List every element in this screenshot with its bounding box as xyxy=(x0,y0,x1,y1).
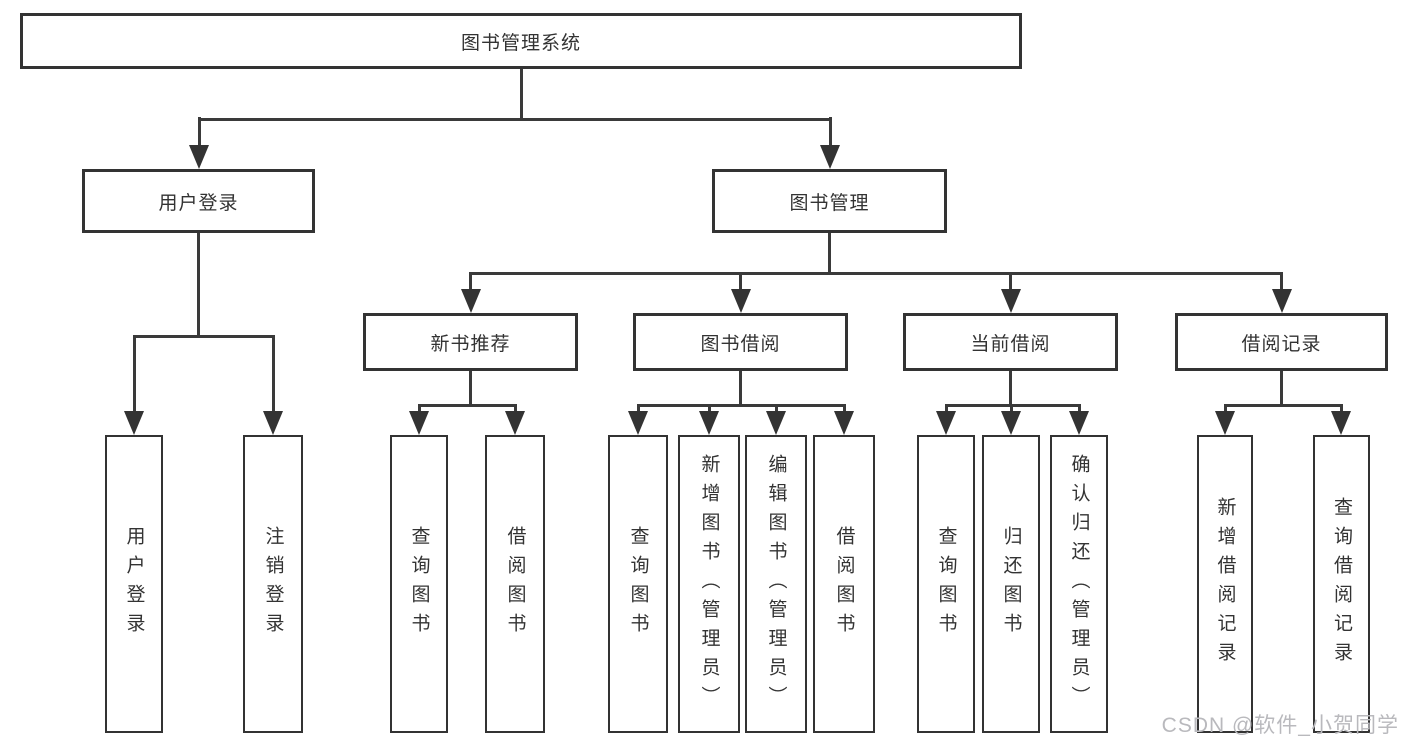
leaf-label: 注销登录 xyxy=(262,526,284,642)
connector-book-borrow-branch xyxy=(636,403,846,407)
leaf-query-borrow-record: 查询借阅记录 xyxy=(1313,435,1370,733)
node-user-login: 用户登录 xyxy=(82,169,315,233)
connector-stem xyxy=(636,405,640,413)
connector-new-book-stem xyxy=(469,371,472,406)
leaf-add-borrow-record: 新增借阅记录 xyxy=(1197,435,1253,733)
node-label: 当前借阅 xyxy=(970,333,1051,355)
leaf-label: 归还图书 xyxy=(1000,526,1022,642)
node-label: 图书借阅 xyxy=(700,333,781,355)
leaf-logout: 注销登录 xyxy=(243,435,303,733)
arrowhead-down-icon xyxy=(936,411,956,435)
leaf-label: 编辑图书（管理员） xyxy=(765,453,787,715)
leaf-label: 用户登录 xyxy=(123,526,145,642)
connector-current-borrow-branch xyxy=(944,403,1081,407)
leaf-label: 查询图书 xyxy=(935,526,957,642)
leaf-return-book: 归还图书 xyxy=(982,435,1040,733)
arrowhead-down-icon xyxy=(820,145,840,169)
arrowhead-down-icon xyxy=(189,145,209,169)
connector-level3-branch xyxy=(469,271,1283,275)
connector-stem xyxy=(271,336,275,413)
node-book-borrow: 图书借阅 xyxy=(633,313,848,371)
leaf-label: 查询借阅记录 xyxy=(1331,497,1352,671)
connector-book-borrow-stem xyxy=(739,371,742,406)
csdn-watermark: CSDN @软件_小贺同学 xyxy=(1161,714,1399,737)
leaf-borrow-book: 借阅图书 xyxy=(813,435,875,733)
node-book-management: 图书管理 xyxy=(712,169,947,233)
arrowhead-down-icon xyxy=(699,411,719,435)
node-label: 借阅记录 xyxy=(1241,333,1322,355)
arrowhead-down-icon xyxy=(505,411,525,435)
connector-stem xyxy=(513,405,517,413)
arrowhead-down-icon xyxy=(1000,289,1021,313)
arrowhead-down-icon xyxy=(628,411,648,435)
connector-stem xyxy=(842,405,846,413)
arrowhead-down-icon xyxy=(409,411,429,435)
connector-book-mgmt-stem xyxy=(828,233,831,274)
arrowhead-down-icon xyxy=(1271,289,1292,313)
leaf-label: 新增图书（管理员） xyxy=(698,453,720,715)
connector-stem xyxy=(944,405,948,413)
arrowhead-down-icon xyxy=(766,411,786,435)
node-new-book-recommend: 新书推荐 xyxy=(363,313,578,371)
leaf-query-current-book: 查询图书 xyxy=(917,435,975,733)
connector-current-borrow-stem xyxy=(1009,371,1012,406)
leaf-add-book-admin: 新增图书（管理员） xyxy=(678,435,740,733)
leaf-label: 新增借阅记录 xyxy=(1214,497,1236,671)
arrowhead-down-icon xyxy=(1001,411,1021,435)
connector-stem xyxy=(132,336,136,413)
arrowhead-down-icon xyxy=(1331,411,1351,435)
arrowhead-down-icon xyxy=(263,411,283,435)
arrowhead-down-icon xyxy=(124,411,144,435)
arrowhead-down-icon xyxy=(834,411,854,435)
node-borrow-records: 借阅记录 xyxy=(1175,313,1388,371)
leaf-confirm-return-admin: 确认归还（管理员） xyxy=(1050,435,1108,733)
connector-root-stem xyxy=(519,69,523,119)
connector-stem xyxy=(707,405,711,413)
leaf-borrow-book-recommend: 借阅图书 xyxy=(485,435,545,733)
connector-stem xyxy=(828,117,832,147)
arrowhead-down-icon xyxy=(1215,411,1235,435)
connector-stem xyxy=(417,405,421,413)
leaf-query-book: 查询图书 xyxy=(608,435,668,733)
connector-borrow-records-branch xyxy=(1223,403,1343,407)
node-label: 图书管理系统 xyxy=(460,32,581,54)
connector-stem xyxy=(774,405,778,413)
connector-user-login-stem xyxy=(197,233,200,336)
arrowhead-down-icon xyxy=(730,289,751,313)
leaf-label: 查询图书 xyxy=(408,526,430,642)
leaf-label: 确认归还（管理员） xyxy=(1068,453,1090,715)
connector-stem xyxy=(1280,273,1283,291)
leaf-label: 借阅图书 xyxy=(504,526,526,642)
connector-new-book-branch xyxy=(417,403,517,407)
connector-stem xyxy=(1339,405,1343,413)
connector-stem xyxy=(1009,273,1012,291)
leaf-label: 查询图书 xyxy=(627,526,649,642)
leaf-user-login: 用户登录 xyxy=(105,435,163,733)
node-label: 新书推荐 xyxy=(430,333,511,355)
connector-borrow-records-stem xyxy=(1280,371,1283,406)
connector-stem xyxy=(1009,405,1013,413)
connector-stem xyxy=(469,273,472,291)
connector-stem xyxy=(1223,405,1227,413)
node-current-borrow: 当前借阅 xyxy=(903,313,1118,371)
leaf-label: 借阅图书 xyxy=(833,526,855,642)
node-label: 用户登录 xyxy=(158,192,239,214)
connector-level2-branch xyxy=(197,117,832,121)
connector-stem xyxy=(197,117,201,147)
leaf-edit-book-admin: 编辑图书（管理员） xyxy=(745,435,807,733)
arrowhead-down-icon xyxy=(1069,411,1089,435)
connector-stem xyxy=(1077,405,1081,413)
connector-user-login-branch xyxy=(132,334,275,338)
node-label: 图书管理 xyxy=(789,192,870,214)
node-root-system: 图书管理系统 xyxy=(20,13,1022,69)
leaf-query-book-recommend: 查询图书 xyxy=(390,435,448,733)
arrowhead-down-icon xyxy=(460,289,481,313)
connector-stem xyxy=(739,273,742,291)
